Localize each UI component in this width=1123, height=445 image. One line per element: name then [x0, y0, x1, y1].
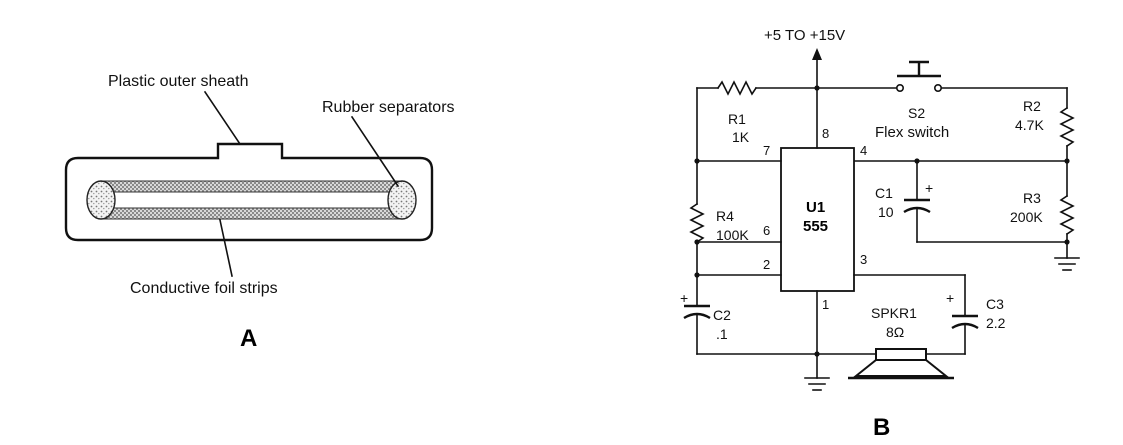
- panel-b-schematic: +5 TO +15V R1 1K S2 Flex switch R2 4.7K …: [680, 27, 1080, 441]
- caption-a: A: [240, 325, 257, 352]
- rubber-separator-left: [86, 180, 116, 220]
- leader-separators: [350, 115, 400, 188]
- panel-a-cross-section: Plastic outer sheath Rubber separators C…: [64, 73, 455, 352]
- c3-plus: +: [946, 290, 954, 306]
- u1-part: 555: [803, 218, 828, 235]
- spkr-name: SPKR1: [871, 305, 917, 321]
- s2-contact-right: [933, 84, 942, 93]
- junction-pin2: [694, 272, 700, 278]
- c2-name: C2: [713, 307, 731, 323]
- resistor-r4: [689, 202, 705, 244]
- r2-value: 4.7K: [1015, 117, 1044, 133]
- c3-plate-bottom: [951, 322, 979, 330]
- r3-name: R3: [1023, 190, 1041, 206]
- caption-b: B: [873, 414, 890, 441]
- supply-label: +5 TO +15V: [764, 27, 845, 44]
- rubber-separator-right: [387, 180, 417, 220]
- u1-name: U1: [806, 199, 825, 216]
- leader-sheath: [203, 90, 242, 146]
- speaker-cone: [853, 359, 949, 377]
- supply-arrow: [812, 48, 822, 60]
- s2-contact-left: [895, 84, 904, 93]
- r2-name: R2: [1023, 98, 1041, 114]
- pin-6: 6: [763, 223, 770, 238]
- c1-plate-bottom: [903, 206, 931, 214]
- pin-2: 2: [763, 257, 770, 272]
- spkr-value: 8Ω: [886, 324, 904, 340]
- speaker-magnet: [875, 348, 927, 361]
- plastic-sheath-outline: [64, 142, 434, 242]
- c2-plus: +: [680, 290, 688, 306]
- s2-name: S2: [908, 105, 925, 121]
- r1-value: 1K: [732, 129, 750, 145]
- pin-4: 4: [860, 143, 867, 158]
- s2-desc: Flex switch: [875, 124, 949, 141]
- r4-value: 100K: [716, 227, 749, 243]
- label-conductive-foil-strips: Conductive foil strips: [130, 280, 278, 297]
- resistor-r1: [716, 80, 758, 96]
- resistor-r2: [1059, 106, 1075, 148]
- label-rubber-separators: Rubber separators: [322, 99, 455, 116]
- r1-name: R1: [728, 111, 746, 127]
- c1-value: 10: [878, 204, 894, 220]
- c3-name: C3: [986, 296, 1004, 312]
- leader-foil: [219, 219, 233, 277]
- r4-name: R4: [716, 208, 734, 224]
- c1-name: C1: [875, 185, 893, 201]
- foil-strip-bottom: [99, 207, 403, 220]
- label-plastic-outer-sheath: Plastic outer sheath: [108, 73, 249, 90]
- pin-7: 7: [763, 143, 770, 158]
- resistor-r3: [1059, 194, 1075, 236]
- c2-value: .1: [716, 326, 728, 342]
- c3-value: 2.2: [986, 315, 1006, 331]
- pin-1: 1: [822, 297, 829, 312]
- pin-3: 3: [860, 252, 867, 267]
- r3-value: 200K: [1010, 209, 1043, 225]
- junction-pin6: [694, 239, 700, 245]
- foil-strip-top: [99, 180, 403, 193]
- c1-plus: +: [925, 180, 933, 196]
- c2-plate-bottom: [683, 312, 711, 320]
- pin-8: 8: [822, 126, 829, 141]
